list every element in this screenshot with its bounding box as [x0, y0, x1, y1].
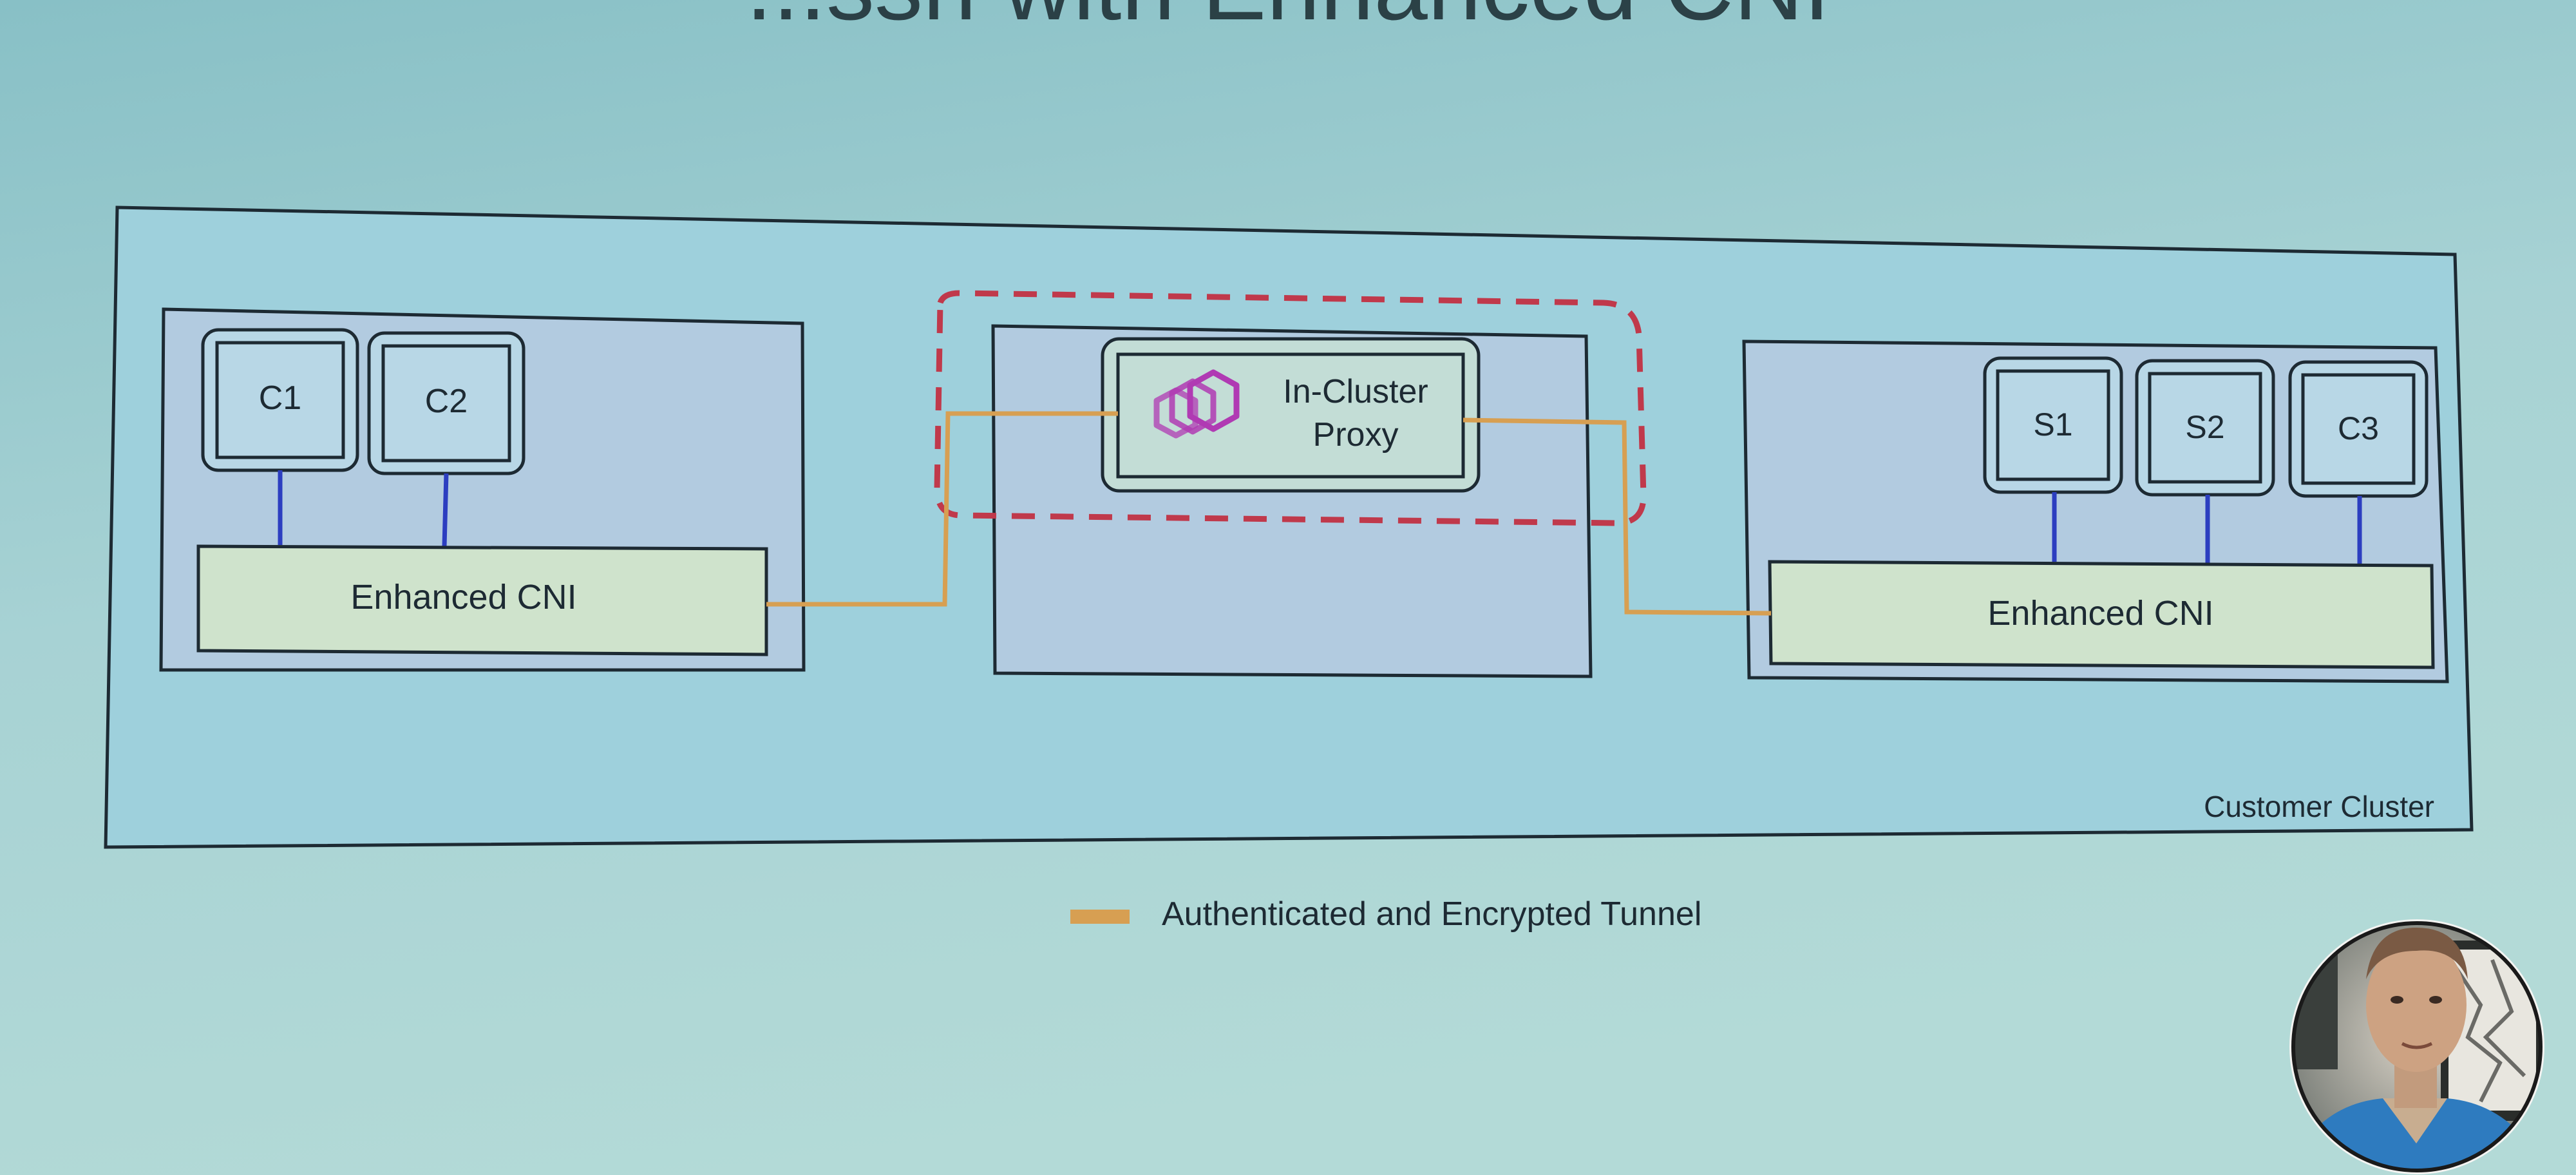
left-node: C1 C2 Enhanced CNI — [159, 307, 806, 672]
container-c2-label: C2 — [425, 383, 468, 420]
legend-tunnel-label: Authenticated and Encrypted Tunnel — [1162, 895, 1701, 933]
left-enhanced-cni-bar — [196, 544, 768, 656]
container-c1: C1 — [201, 328, 359, 472]
container-s2-label: S2 — [2185, 409, 2224, 445]
right-enhanced-cni-label: Enhanced CNI — [1987, 594, 2213, 633]
container-s1: S1 — [1983, 356, 2123, 494]
legend: Authenticated and Encrypted Tunnel — [1070, 895, 1701, 933]
container-c2: C2 — [367, 331, 526, 475]
legend-tunnel-swatch — [1070, 910, 1130, 924]
container-s1-label: S1 — [2033, 406, 2072, 443]
envoy-proxy-icon — [1153, 369, 1240, 439]
right-enhanced-cni-bar — [1768, 560, 2435, 669]
container-s2: S2 — [2135, 359, 2275, 497]
left-enhanced-cni-label: Enhanced CNI — [350, 578, 576, 616]
in-cluster-proxy: In-Cluster Proxy — [1101, 337, 1481, 493]
container-c1-label: C1 — [259, 379, 301, 417]
customer-cluster-label: Customer Cluster — [2204, 790, 2434, 823]
link-c2-cni — [442, 473, 449, 547]
slide-title: ...ssh with Enhanced CNI — [746, 0, 1830, 40]
proxy-label-line1: In-Cluster — [1283, 373, 1428, 410]
tunnel-left-to-proxy — [766, 411, 1118, 607]
container-c3-label: C3 — [2338, 410, 2379, 446]
speaker-webcam-avatar — [2289, 919, 2544, 1174]
right-node: S1 S2 C3 Enhanced CNI — [1742, 339, 2449, 683]
middle-node: In-Cluster Proxy — [934, 290, 1647, 678]
container-c3: C3 — [2288, 360, 2429, 498]
tunnel-proxy-to-right — [1463, 417, 1772, 616]
proxy-label-line2: Proxy — [1313, 416, 1399, 454]
